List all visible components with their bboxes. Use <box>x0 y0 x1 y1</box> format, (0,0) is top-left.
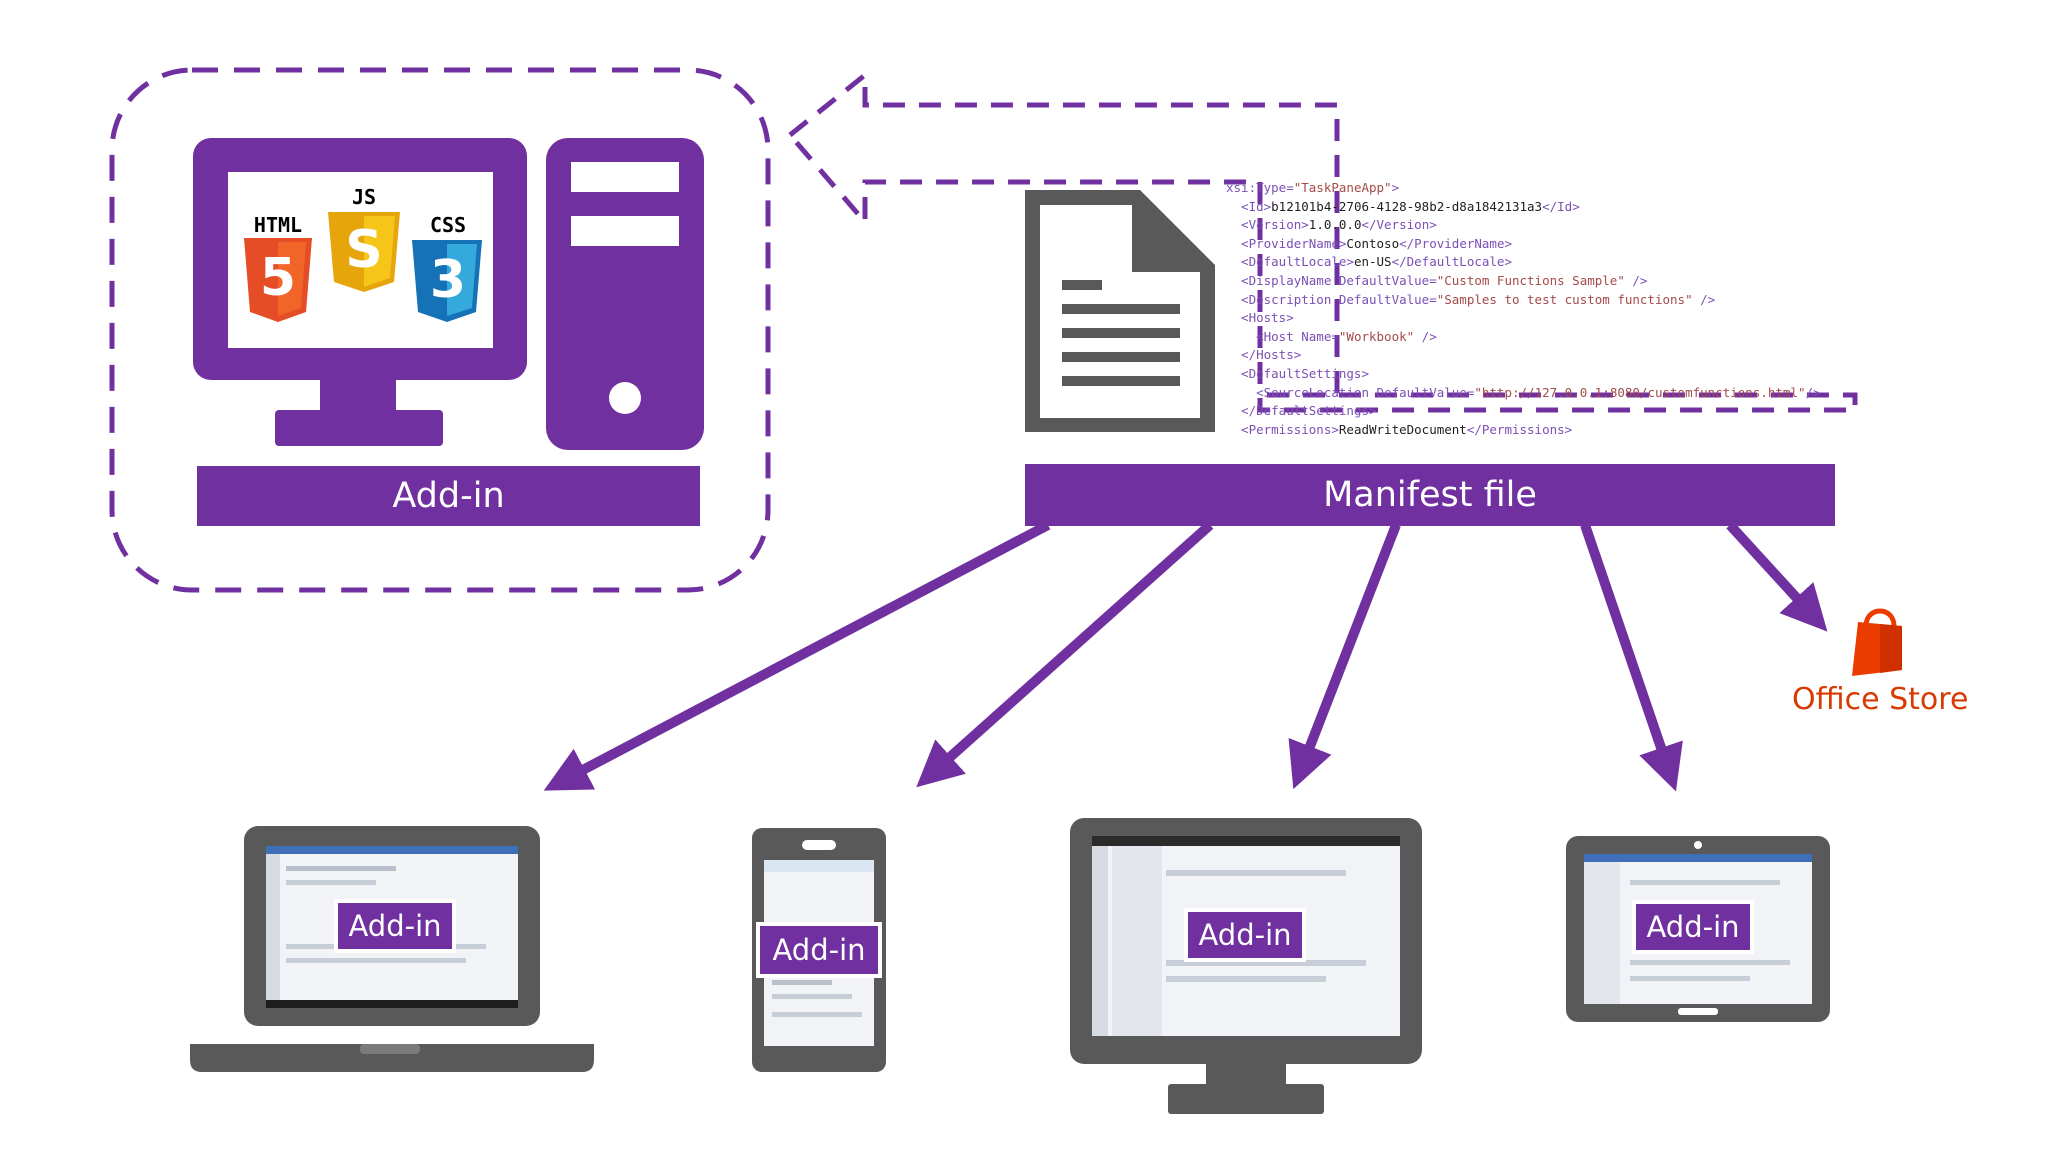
addin-label-bar: Add-in <box>197 466 700 526</box>
manifest-code-token: </DefaultSettings> <box>1226 403 1377 419</box>
callout-dashed-path <box>786 69 1858 413</box>
manifest-code-line: <DefaultLocale>en-US</DefaultLocale> <box>1226 253 1821 272</box>
manifest-code-token: > <box>1391 180 1400 195</box>
manifest-code-line: <Host Name="Workbook" /> <box>1226 328 1821 347</box>
manifest-code-token: </Id> <box>1542 198 1580 214</box>
manifest-code-token: b12101b4-2706-4128-98b2-d8a1842131a3 <box>1271 198 1543 214</box>
manifest-code-line: </DefaultSettings> <box>1226 402 1821 421</box>
manifest-code-line: <DefaultSettings> <box>1226 365 1821 384</box>
manifest-code-token: <Version> <box>1226 217 1309 233</box>
addin-dashed-frame <box>109 67 771 593</box>
css3-logo-icon <box>412 240 482 322</box>
desktop-monitor-icon <box>1070 818 1422 1114</box>
html-logo-number: 5 <box>259 248 297 308</box>
manifest-code-token: xsi:Type= <box>1226 180 1294 195</box>
manifest-code-token: <ProviderName> <box>1226 235 1347 251</box>
manifest-code-token: </Permissions> <box>1466 421 1573 437</box>
manifest-code-token: /> <box>1414 328 1437 344</box>
manifest-code-token: </Version> <box>1361 217 1437 233</box>
manifest-code-token: <SourceLocation DefaultValue= <box>1226 384 1475 400</box>
office-store-label: Office Store <box>1792 682 1969 717</box>
manifest-code-line: <Permissions>ReadWriteDocument</Permissi… <box>1226 421 1821 440</box>
pc-tower-icon <box>546 138 704 450</box>
css-logo-label: CSS <box>429 213 467 237</box>
manifest-code-token: </ProviderName> <box>1399 235 1512 251</box>
desktop-addin-label: Add-in <box>1184 908 1306 962</box>
distribution-arrows <box>543 520 1828 792</box>
css-logo-number: 3 <box>429 250 467 310</box>
tablet-addin-label: Add-in <box>1632 900 1754 954</box>
manifest-code-token: "http://127.0.0.1:8080/customfunctions.h… <box>1474 384 1806 400</box>
manifest-code-token: <Permissions> <box>1226 421 1339 437</box>
html5-logo-icon <box>244 238 312 322</box>
manifest-code-token: "TaskPaneApp" <box>1293 180 1392 195</box>
js-logo-label: JS <box>351 185 377 209</box>
manifest-code-token: <DefaultSettings> <box>1226 365 1369 381</box>
html-logo-label: HTML <box>253 213 303 237</box>
document-icon <box>1025 190 1215 432</box>
js-logo-number: S <box>345 220 383 280</box>
manifest-code-token: "Workbook" <box>1338 328 1415 344</box>
office-store-bag-icon <box>1852 608 1902 676</box>
manifest-code-token: <Host Name= <box>1226 328 1339 344</box>
manifest-code-line: <Description DefaultValue="Samples to te… <box>1226 291 1821 310</box>
manifest-code-snippet: xsi:Type="TaskPaneApp"> <Id>b12101b4-270… <box>1226 179 1821 439</box>
manifest-code-token: /> <box>1624 272 1648 288</box>
manifest-code-token: 1.0.0.0 <box>1308 217 1362 233</box>
js-logo-icon <box>328 212 400 292</box>
manifest-code-token: /> <box>1692 291 1716 307</box>
manifest-code-line: <ProviderName>Contoso</ProviderName> <box>1226 235 1821 254</box>
manifest-code-token: /> <box>1805 384 1821 400</box>
manifest-code-line: xsi:Type="TaskPaneApp"> <box>1226 179 1821 198</box>
manifest-code-token: ReadWriteDocument <box>1338 421 1467 437</box>
manifest-code-line: <SourceLocation DefaultValue="http://127… <box>1226 384 1821 403</box>
manifest-code-token: en-US <box>1353 254 1392 270</box>
manifest-code-token: <Id> <box>1226 198 1272 214</box>
laptop-addin-label: Add-in <box>334 899 456 953</box>
manifest-code-token: Contoso <box>1346 235 1400 251</box>
manifest-label-bar: Manifest file <box>1025 464 1835 526</box>
manifest-code-token: "Custom Functions Sample" <box>1436 272 1625 288</box>
manifest-code-line: <Hosts> <box>1226 309 1821 328</box>
phone-addin-label: Add-in <box>756 922 882 978</box>
tablet-icon <box>1566 836 1830 1022</box>
manifest-code-token: "Samples to test custom functions" <box>1436 291 1693 307</box>
manifest-code-line: </Hosts> <box>1226 346 1821 365</box>
manifest-code-token: <DisplayName DefaultValue= <box>1226 272 1437 288</box>
manifest-code-line: <DisplayName DefaultValue="Custom Functi… <box>1226 272 1821 291</box>
manifest-code-token: <Description DefaultValue= <box>1226 291 1437 307</box>
manifest-code-token: <Hosts> <box>1226 310 1294 326</box>
manifest-code-token: </DefaultLocale> <box>1391 254 1512 270</box>
manifest-code-token: </Hosts> <box>1226 347 1302 363</box>
manifest-code-line: <Id>b12101b4-2706-4128-98b2-d8a1842131a3… <box>1226 198 1821 217</box>
manifest-code-token: <DefaultLocale> <box>1226 254 1354 270</box>
manifest-code-line: <Version>1.0.0.0</Version> <box>1226 216 1821 235</box>
